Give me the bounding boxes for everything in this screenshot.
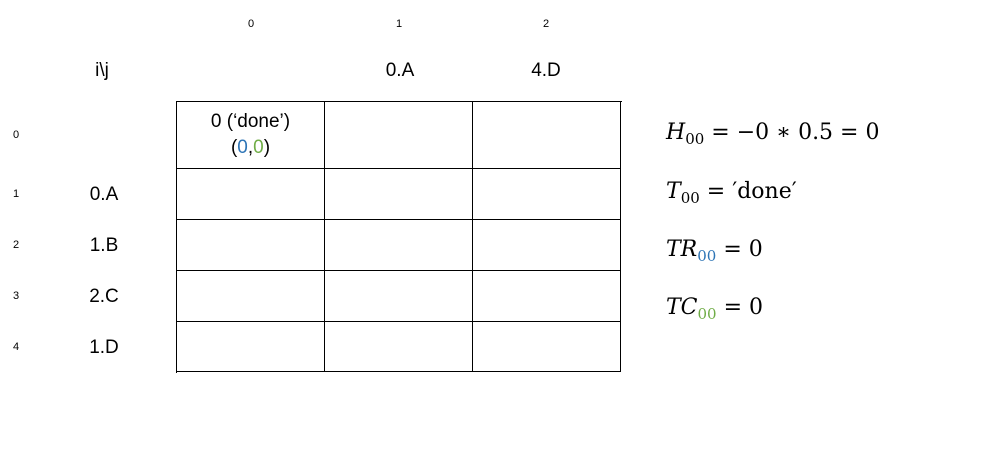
row-header-3: 2.C <box>89 286 119 307</box>
cell-1-0 <box>177 169 325 220</box>
equation-t: T00 = ′done′ <box>666 179 797 207</box>
cell-0-0-value: 0 (‘done’) <box>210 111 291 132</box>
traceback-col: 0 <box>253 137 264 158</box>
col-index-0: 0 <box>247 18 255 30</box>
cell-1-1 <box>325 169 473 220</box>
col-index-1: 1 <box>395 18 403 30</box>
corner-label: i\j <box>95 60 109 81</box>
cell-1-2 <box>473 169 621 220</box>
dp-table: 0 (‘done’) (0,0) <box>176 101 622 373</box>
cell-0-1 <box>325 102 473 169</box>
cell-4-0 <box>177 322 325 372</box>
row-index-4: 4 <box>12 341 20 353</box>
cell-3-0 <box>177 271 325 322</box>
row-index-1: 1 <box>12 188 20 200</box>
row-index-0: 0 <box>12 129 20 141</box>
row-header-1: 0.A <box>89 184 119 205</box>
cell-0-0: 0 (‘done’) (0,0) <box>177 102 325 169</box>
col-header-2: 4.D <box>531 60 561 81</box>
cell-4-1 <box>325 322 473 372</box>
row-header-2: 1.B <box>89 235 119 256</box>
cell-3-2 <box>473 271 621 322</box>
col-header-1: 0.A <box>385 60 415 81</box>
equation-h: H00 = −0 ∗ 0.5 = 0 <box>666 120 880 148</box>
cell-2-2 <box>473 220 621 271</box>
row-header-4: 1.D <box>89 337 119 358</box>
cell-2-0 <box>177 220 325 271</box>
equation-tc: TC00 = 0 <box>666 295 764 323</box>
row-index-3: 3 <box>12 290 20 302</box>
equation-tr: TR00 = 0 <box>666 237 763 265</box>
cell-0-2 <box>473 102 621 169</box>
cell-3-1 <box>325 271 473 322</box>
row-index-2: 2 <box>12 239 20 251</box>
cell-0-0-traceback: (0,0) <box>230 137 271 158</box>
cell-4-2 <box>473 322 621 372</box>
cell-2-1 <box>325 220 473 271</box>
col-index-2: 2 <box>542 18 550 30</box>
traceback-row: 0 <box>237 137 248 158</box>
